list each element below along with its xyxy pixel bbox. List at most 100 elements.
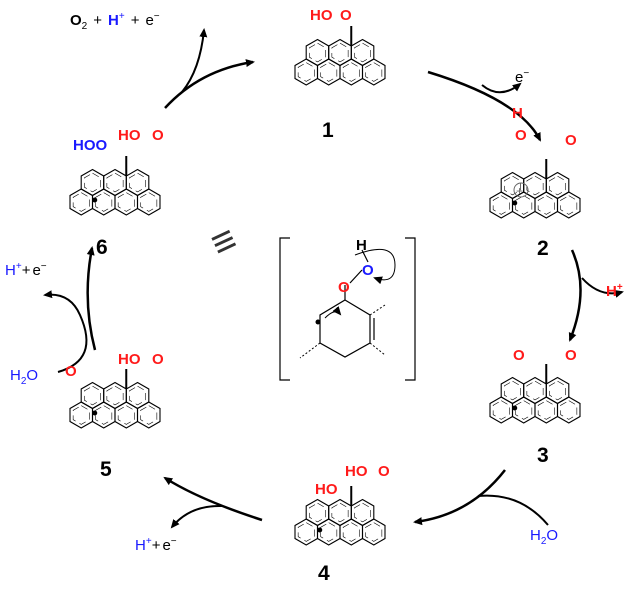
- c3-ring-oxygen: O: [513, 347, 525, 364]
- ring-double-bonds: [331, 42, 349, 63]
- molecule-skeleton-4: [294, 486, 386, 546]
- ring-double-bonds: [504, 175, 521, 196]
- ring-double-bonds: [129, 172, 146, 193]
- proton-electron-left: H++e−: [5, 261, 47, 279]
- ring-double-bonds: [342, 62, 360, 82]
- compound-number-1: 1: [322, 119, 334, 142]
- c2-charge-circle: [513, 182, 529, 198]
- ring-double-bonds: [526, 380, 544, 401]
- ring-double-bonds: [84, 172, 101, 193]
- ring-double-bonds: [342, 522, 360, 542]
- radical-dot: [92, 197, 98, 203]
- ring-double-bonds: [140, 192, 158, 212]
- molecules: [69, 26, 581, 546]
- arrow-water-in-left: [43, 290, 88, 373]
- arrow-5-to-6: [86, 246, 97, 351]
- arrow-6-to-1: [164, 59, 255, 109]
- inset-o-proximal: O: [338, 279, 350, 296]
- proton-label: H+: [606, 282, 623, 300]
- inset-h: H: [356, 237, 367, 254]
- o2-h-e-products: O2+H++e−: [70, 11, 160, 32]
- ring-double-bonds: [549, 380, 566, 401]
- molecule-skeleton-1: [294, 26, 386, 86]
- ring-double-bonds: [537, 195, 555, 215]
- c5-epoxide-oxygen: O: [65, 363, 77, 380]
- inset-o-distal: O: [362, 262, 374, 279]
- ring-double-bonds: [331, 502, 349, 523]
- c1-hydroxyl: HO: [310, 7, 333, 24]
- radical-dot: [512, 405, 518, 411]
- ring-double-bonds: [526, 175, 544, 196]
- arrow-2-to-3: [568, 249, 582, 342]
- water-label-left: H2O: [10, 367, 38, 387]
- radical-dot: [512, 200, 518, 206]
- arrow-h-release: [581, 277, 624, 298]
- molecule-skeleton-3: [489, 364, 581, 424]
- c3-carbonyl: O: [565, 347, 577, 364]
- compound-number-2: 2: [537, 237, 549, 260]
- arrow-h-e-release-bottom: [170, 504, 223, 529]
- ring-double-bonds: [560, 195, 578, 215]
- arrow-3-to-4: [413, 469, 506, 526]
- compound-number-6: 6: [96, 236, 108, 259]
- ring-double-bonds: [106, 172, 124, 193]
- ring-double-bonds: [560, 400, 578, 420]
- ring-double-bonds: [549, 175, 566, 196]
- ring-double-bonds: [117, 192, 135, 212]
- radical-dot: [92, 410, 98, 416]
- ring-double-bonds: [106, 385, 124, 406]
- c2-carbonyl: O: [565, 132, 577, 149]
- arrow-4-to-5: [163, 476, 263, 522]
- c2-h: H: [512, 105, 523, 122]
- c4-acid-oh: HO: [345, 463, 368, 480]
- ring-double-bonds: [309, 502, 326, 523]
- ring-double-bonds: [140, 405, 158, 425]
- mechanism-inset: H O O: [279, 237, 416, 381]
- ring-double-bonds: [95, 192, 113, 212]
- compound-number-5: 5: [100, 458, 112, 481]
- ring-double-bonds: [320, 522, 338, 542]
- molecule-skeleton-2: [489, 159, 581, 219]
- ring-double-bonds: [492, 400, 510, 420]
- ring-double-bonds: [309, 42, 326, 63]
- ring-double-bonds: [365, 62, 383, 82]
- ring-double-bonds: [365, 522, 383, 542]
- ring-double-bonds: [297, 522, 315, 542]
- ring-double-bonds: [95, 405, 113, 425]
- ring-double-bonds: [537, 400, 555, 420]
- ring-double-bonds: [354, 502, 371, 523]
- arrow-o2-release: [181, 28, 208, 93]
- radical-dot: [317, 527, 323, 533]
- water-label-right: H2O: [530, 527, 558, 547]
- ring-double-bonds: [515, 195, 533, 215]
- c2-oxygen: O: [515, 127, 527, 144]
- equivalence-sign: ≡: [204, 217, 244, 267]
- c1-carbonyl: O: [340, 7, 352, 24]
- c5-carbonyl: O: [152, 351, 164, 368]
- c6-carbonyl: O: [152, 127, 164, 144]
- c6-hydroperoxide: HOO: [73, 137, 108, 154]
- c5-acid-oh: HO: [118, 351, 141, 368]
- ring-double-bonds: [320, 62, 338, 82]
- molecule-skeleton-5: [69, 369, 161, 429]
- compound-number-4: 4: [318, 562, 330, 585]
- molecule-skeleton-6: [69, 156, 161, 216]
- ring-double-bonds: [492, 195, 510, 215]
- ring-double-bonds: [354, 42, 371, 63]
- c6-acid-oh: HO: [118, 127, 141, 144]
- compound-number-3: 3: [537, 444, 549, 467]
- ring-double-bonds: [117, 405, 135, 425]
- arrow-water-in: [477, 494, 549, 526]
- c4-carbonyl: O: [378, 463, 390, 480]
- ring-double-bonds: [297, 62, 315, 82]
- ring-double-bonds: [504, 380, 521, 401]
- ring-double-bonds: [72, 192, 90, 212]
- proton-electron-bottom: H++e−: [135, 536, 177, 554]
- ring-double-bonds: [515, 400, 533, 420]
- ring-double-bonds: [84, 385, 101, 406]
- electron-label: e−: [515, 68, 529, 86]
- ring-double-bonds: [72, 405, 90, 425]
- arrow-1-to-2: [427, 70, 542, 142]
